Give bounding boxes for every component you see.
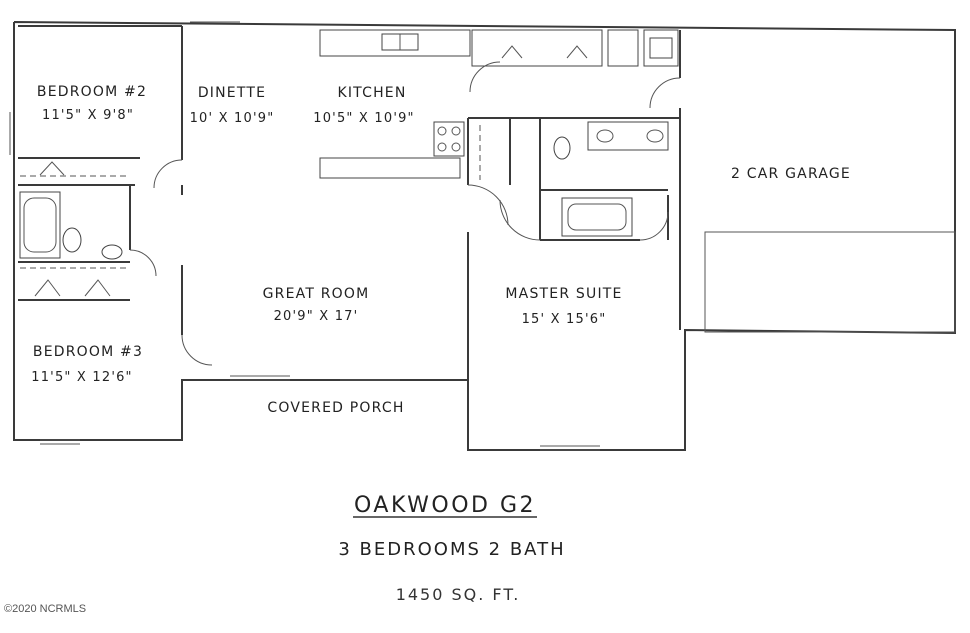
dinette-name: DINETTE (198, 85, 266, 101)
bedroom2-size: 11'5" X 9'8" (42, 108, 134, 123)
exterior-walls (9, 21, 956, 451)
porch-name: COVERED PORCH (267, 400, 404, 416)
garage-name: 2 CAR GARAGE (731, 166, 851, 182)
kitchen-size: 10'5" X 10'9" (313, 111, 415, 126)
kitchen-name: KITCHEN (337, 85, 406, 101)
plan-title: OAKWOOD G2 (354, 493, 536, 518)
dinette-size: 10' X 10'9" (190, 111, 275, 126)
interior-walls (18, 26, 956, 380)
fixtures (19, 29, 679, 297)
copyright: ©2020 NCRMLS (4, 603, 86, 615)
great-room-name: GREAT ROOM (263, 286, 370, 302)
great-room-size: 20'9" X 17' (274, 309, 359, 324)
master-suite-name: MASTER SUITE (505, 286, 622, 302)
bedroom2-name: BEDROOM #2 (37, 84, 147, 100)
plan-area: 1450 SQ. FT. (396, 585, 521, 604)
plan-subtitle: 3 BEDROOMS 2 BATH (338, 539, 565, 560)
bedroom3-size: 11'5" X 12'6" (31, 370, 133, 385)
master-suite-size: 15' X 15'6" (522, 312, 607, 327)
doors (129, 61, 681, 366)
bedroom3-name: BEDROOM #3 (33, 344, 143, 360)
